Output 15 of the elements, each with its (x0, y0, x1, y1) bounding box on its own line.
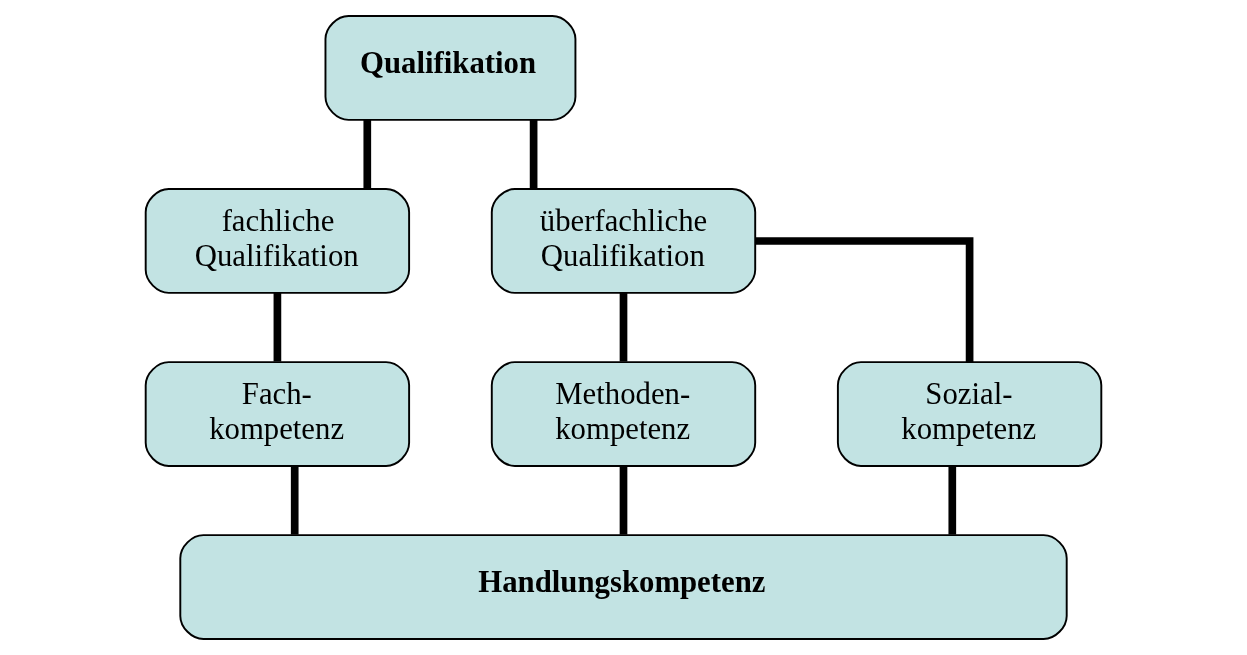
connector (948, 465, 957, 535)
node-box: Methoden- kompetenz (490, 361, 757, 467)
node-box: Handlungskompetenz (179, 534, 1068, 640)
connector (363, 119, 372, 189)
node-box: fachliche Qualifikation (144, 188, 411, 294)
connector (529, 119, 538, 189)
connector (619, 292, 628, 362)
node-box: überfachliche Qualifikation (490, 188, 757, 294)
node-box: Sozial- kompetenz (836, 361, 1103, 467)
node-box: Qualifikation (324, 15, 577, 121)
connector (755, 237, 974, 363)
connector (619, 465, 628, 535)
node-box: Fach- kompetenz (144, 361, 411, 467)
connector (273, 292, 282, 362)
connector (290, 465, 299, 535)
